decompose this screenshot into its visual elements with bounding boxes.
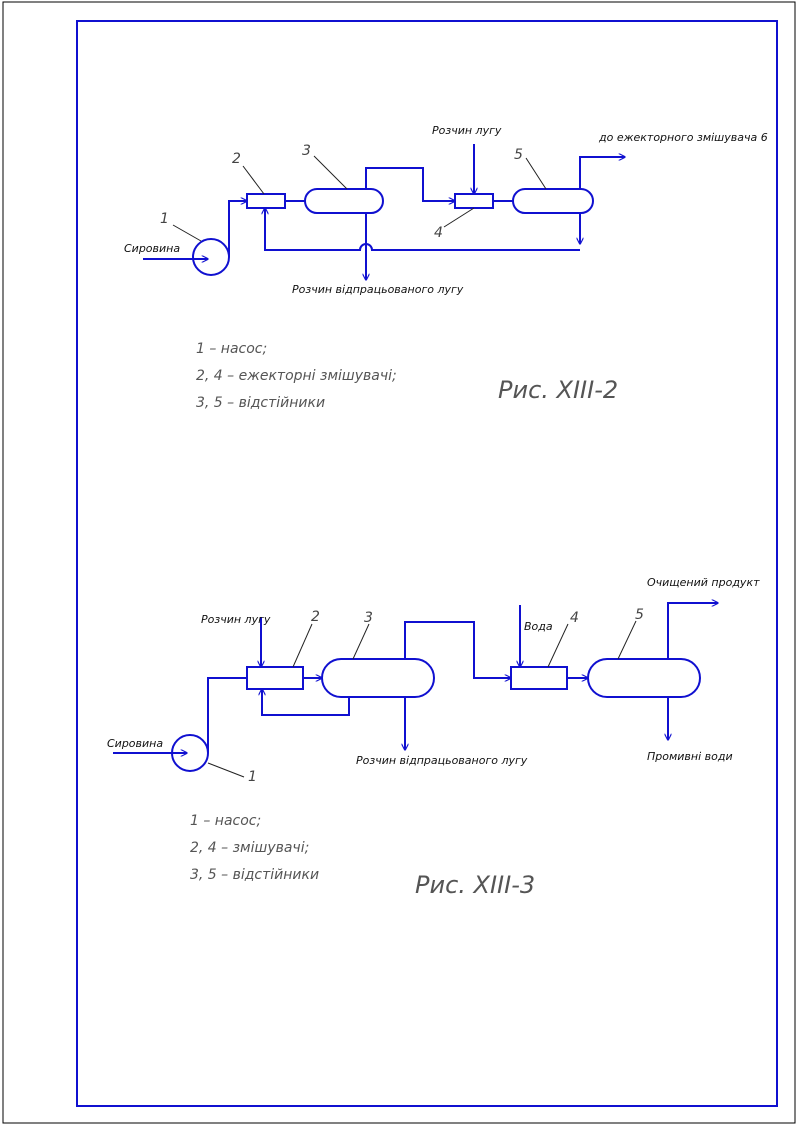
label-product: Очищений продукт — [647, 576, 760, 589]
label-number-3: 3 — [364, 610, 373, 626]
legend-line-2: 2, 4 – змішувачі; — [190, 840, 309, 856]
mixer-4 — [510, 666, 568, 690]
recycle-line — [265, 208, 580, 251]
legend-line-3: 3, 5 – відстійники — [196, 395, 325, 411]
recycle-line — [262, 689, 350, 716]
settler-5-top-outlet — [579, 157, 625, 189]
settler-3-top-outlet — [404, 621, 511, 678]
pump-to-mixer-2-line — [228, 201, 247, 257]
leader-3 — [352, 623, 370, 660]
label-number-2: 2 — [311, 609, 320, 625]
figure-xiii-3: 1 2 3 4 5 Розчин лугу Сировина Вода Очищ… — [107, 576, 760, 899]
label-number-4: 4 — [570, 610, 579, 626]
legend-line-2: 2, 4 – ежекторні змішувачі; — [196, 368, 397, 384]
legend-line-3: 3, 5 – відстійники — [190, 867, 319, 883]
label-number-5: 5 — [635, 607, 644, 623]
settler-3 — [321, 658, 435, 698]
drawing-frame — [76, 20, 778, 1107]
figure-caption: Рис. XIII-3 — [415, 871, 535, 899]
label-spent-alkali: Розчин відпрацьованого лугу — [292, 283, 464, 296]
leader-5 — [617, 620, 637, 660]
leader-2 — [292, 623, 313, 668]
figure-caption: Рис. XIII-2 — [498, 376, 618, 404]
legend-line-1: 1 – насос; — [196, 341, 267, 357]
leader-4 — [547, 623, 569, 668]
label-number-1: 1 — [160, 211, 169, 227]
label-water: Вода — [524, 620, 553, 633]
label-number-2: 2 — [232, 151, 241, 167]
label-number-3: 3 — [302, 143, 311, 159]
label-number-4: 4 — [434, 225, 443, 241]
pump-1 — [192, 238, 230, 276]
label-wash-water: Промивні води — [647, 750, 733, 763]
ejector-mixer-4 — [454, 193, 494, 209]
ejector-mixer-2 — [246, 193, 286, 209]
label-number-5: 5 — [514, 147, 523, 163]
product-outlet — [667, 603, 718, 659]
label-feed: Сировина — [124, 242, 180, 255]
leader-1 — [172, 224, 202, 242]
leader-4 — [443, 207, 475, 228]
mixer-2 — [246, 666, 304, 690]
leader-2 — [242, 165, 265, 195]
leader-3 — [313, 155, 348, 190]
label-feed: Сировина — [107, 737, 163, 750]
label-alkali: Розчин лугу — [201, 613, 271, 626]
leader-5 — [525, 157, 547, 190]
label-alkali: Розчин лугу — [432, 124, 502, 137]
settler-3-top-outlet — [365, 167, 455, 201]
settler-3 — [304, 188, 384, 214]
leader-1 — [207, 762, 245, 778]
label-number-1: 1 — [248, 769, 257, 785]
label-spent-alkali: Розчин відпрацьованого лугу — [356, 754, 528, 767]
legend-line-1: 1 – насос; — [190, 813, 261, 829]
label-to-mixer-6: до ежекторного змішувача 6 — [598, 131, 768, 144]
settler-5 — [587, 658, 701, 698]
pump-to-mixer-2-line — [207, 677, 247, 753]
settler-5 — [512, 188, 594, 214]
figure-xiii-2: 1 2 3 4 5 Сировина Розчин лугу до ежекто… — [124, 124, 768, 411]
